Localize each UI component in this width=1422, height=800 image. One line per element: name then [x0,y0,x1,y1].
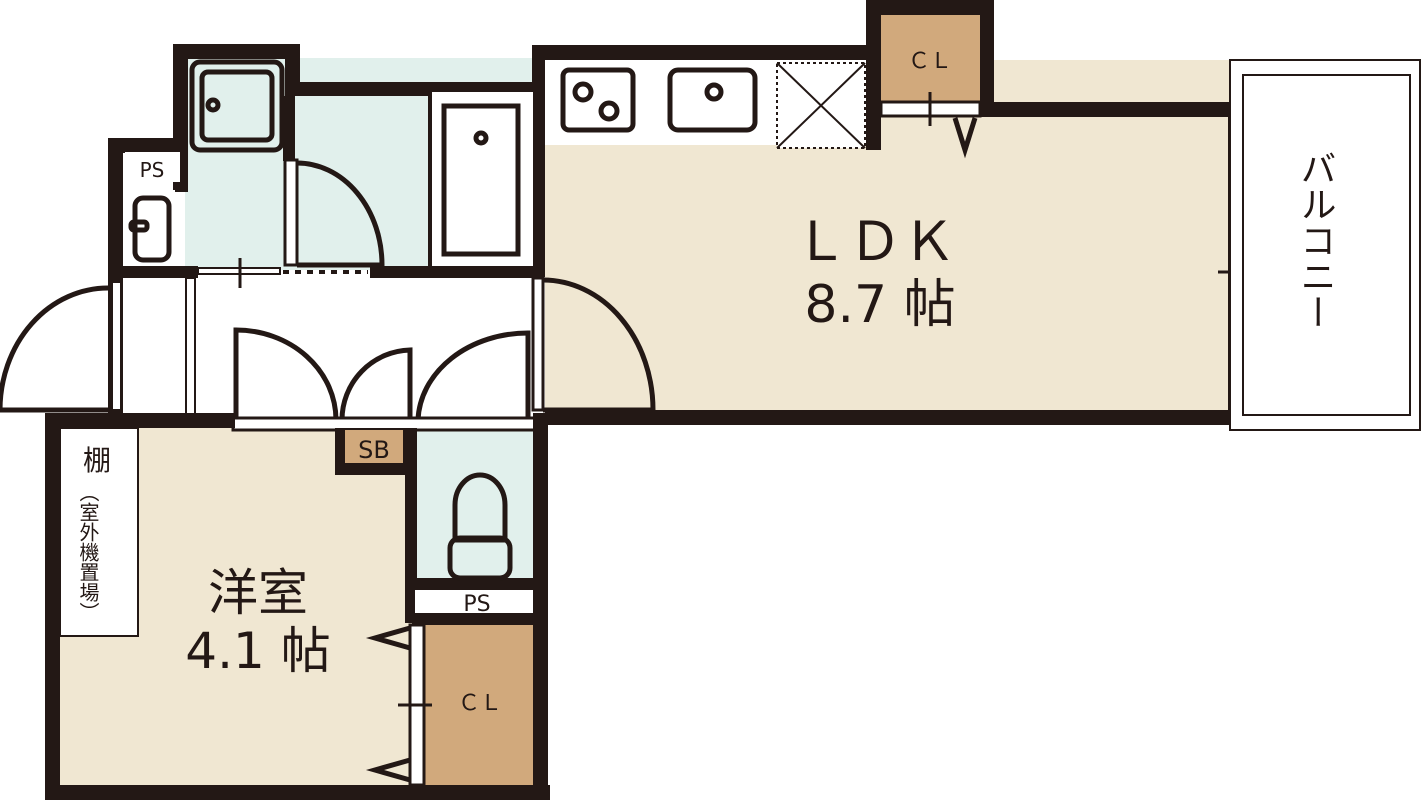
shoe-box [345,430,403,463]
sink-icon [667,67,758,133]
balcony-label: バルコニー [1295,150,1336,330]
ldk-door[interactable] [531,276,656,413]
ldk-label: ＬＤＫ [794,210,956,273]
ldk-size: 8.7 帖 [804,275,955,335]
ps-toilet [415,590,533,613]
toilet-floor [412,430,534,582]
bathtub-icon [441,103,521,257]
ldk-closet [881,15,980,102]
bedroom-closet [425,625,533,785]
bathroom-door[interactable] [283,158,385,268]
stove-icon [560,67,636,133]
shelf [59,427,139,637]
hallway-floor [110,275,540,420]
ldk-closet-label: ＣＬ [908,49,952,74]
washroom-sliding-door[interactable] [197,258,368,288]
shoe-box-label: SB [358,436,390,464]
shelf-note: （室外機置場） [76,482,100,622]
washing-machine-icon [189,59,285,153]
ps-box [125,152,180,182]
entrance-door[interactable] [0,285,109,413]
bedroom-label: 洋室 [208,564,308,622]
bedroom-closet-label: ＣＬ [458,691,502,716]
fridge-space-icon [776,62,866,149]
shelf-label: 棚 [83,444,111,477]
bedroom-door[interactable] [233,327,339,423]
ps-toilet-label: PS [463,592,490,617]
bedroom-size: 4.1 帖 [185,622,330,680]
toilet-icon [447,472,513,581]
toilet-door[interactable] [415,330,531,423]
balcony [1229,59,1421,431]
ps-bath-label: PS [140,158,165,182]
